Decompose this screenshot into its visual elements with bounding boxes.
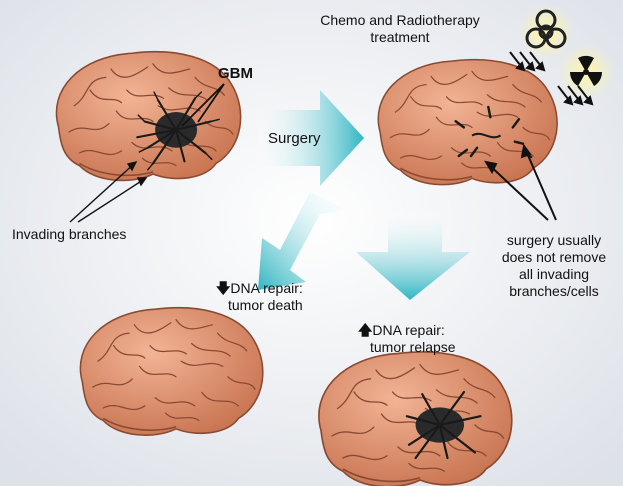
chemo-radiotherapy-label: Chemo and Radiotherapy treatment	[300, 12, 500, 46]
tumor-relapse-label: 🡅DNA repair: tumor relapse	[358, 322, 456, 356]
surgery-note: surgery usually does not remove all inva…	[490, 232, 618, 300]
note-line-2: does not remove	[490, 249, 618, 266]
tumor-death-line-1: 🡇DNA repair:	[216, 280, 303, 297]
brain-tumor-death	[80, 308, 262, 435]
note-line-1: surgery usually	[490, 232, 618, 249]
biohazard-icon	[518, 4, 574, 60]
down-arrow-icon: 🡇	[216, 280, 230, 296]
note-line-4: branches/cells	[490, 283, 618, 300]
note-line-3: all invading	[490, 266, 618, 283]
death-line1-text: DNA repair:	[230, 280, 302, 296]
chemo-line-2: treatment	[300, 29, 500, 46]
gbm-label: GBM	[218, 65, 253, 82]
invading-branches-label: Invading branches	[12, 226, 126, 243]
brain-with-gbm	[56, 52, 240, 181]
tumor-death-line-2: tumor death	[216, 297, 303, 314]
tumor-death-label: 🡇DNA repair: tumor death	[216, 280, 303, 314]
surgery-label: Surgery	[268, 130, 321, 147]
brain-tumor-relapse	[319, 352, 512, 486]
up-arrow-icon: 🡅	[358, 322, 372, 338]
chemo-line-1: Chemo and Radiotherapy	[300, 12, 500, 29]
tumor-relapse-line-1: 🡅DNA repair:	[358, 322, 456, 339]
relapse-line1-text: DNA repair:	[372, 322, 444, 338]
brain-post-surgery	[378, 60, 557, 185]
radiation-icon	[558, 44, 614, 100]
tumor-relapse-line-2: tumor relapse	[358, 339, 456, 356]
